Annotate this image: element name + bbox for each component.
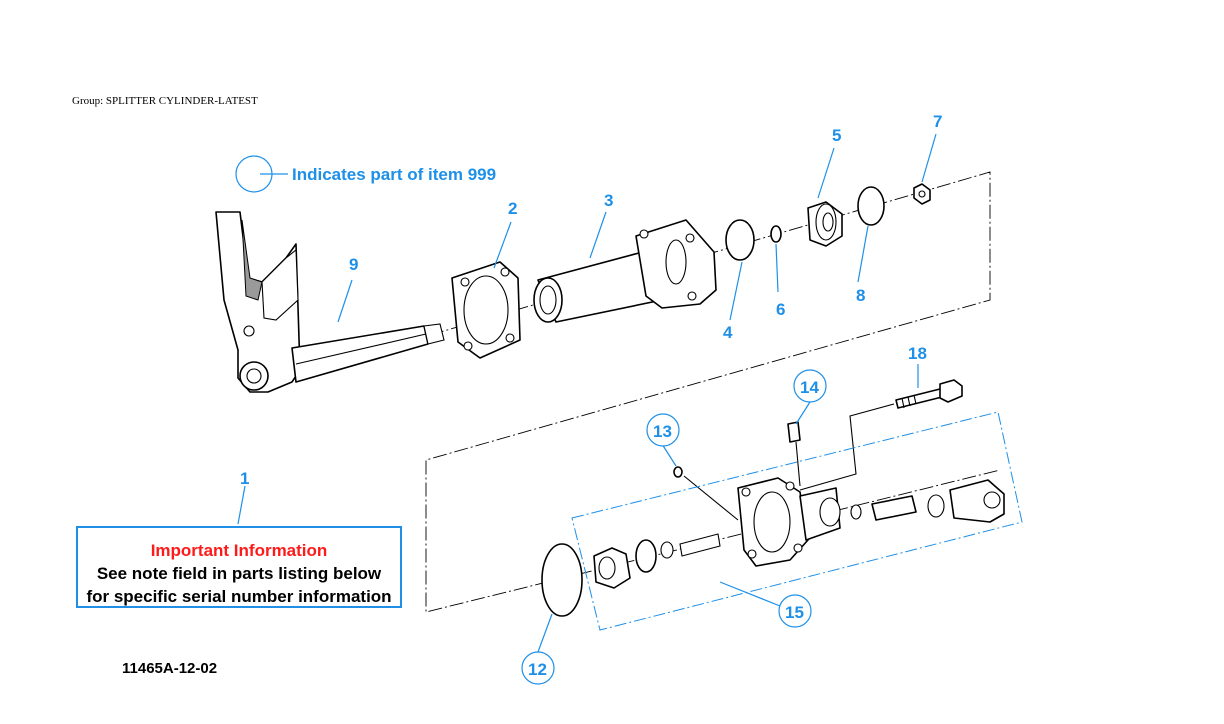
legend-text: Indicates part of item 999 (292, 165, 496, 184)
part-15-group-box (571, 411, 1023, 631)
callout-3[interactable]: 3 (604, 191, 613, 210)
callout-14[interactable]: 14 (800, 378, 819, 397)
part-12-o-ring[interactable] (541, 543, 583, 617)
part-2-gasket[interactable] (451, 261, 521, 359)
callout-4[interactable]: 4 (723, 323, 733, 342)
part-6-o-ring[interactable] (770, 225, 782, 243)
part-18-bolt[interactable] (895, 379, 963, 409)
group-title: Group: SPLITTER CYLINDER-LATEST (72, 95, 258, 107)
callout-8[interactable]: 8 (856, 286, 865, 305)
callout-12-circle (521, 651, 555, 685)
callout-18[interactable]: 18 (908, 344, 927, 363)
callout-2[interactable]: 2 (508, 199, 517, 218)
important-info-box: Important Information See note field in … (76, 526, 402, 608)
callout-1[interactable]: 1 (240, 469, 249, 488)
important-info-title: Important Information (150, 541, 328, 560)
part-14-fitting[interactable] (787, 421, 801, 443)
callout-15-circle (778, 594, 812, 628)
callout-6[interactable]: 6 (776, 300, 785, 319)
part-13-o-ring[interactable] (673, 466, 683, 478)
drawing-number: 11465A-12-02 (122, 660, 218, 677)
callout-7[interactable]: 7 (933, 112, 942, 131)
callout-13-circle (646, 413, 680, 447)
legend: Indicates part of item 999 (235, 155, 496, 193)
important-info-line-1: See note field in parts listing below (96, 564, 382, 583)
part-15-valve-housing[interactable] (737, 477, 841, 567)
callout-5[interactable]: 5 (832, 126, 841, 145)
leader-lines (237, 133, 937, 653)
upper-axis-line (425, 171, 1001, 613)
part-15-valve-components[interactable] (593, 479, 1005, 589)
part-7-nut[interactable] (913, 183, 931, 205)
callout-15[interactable]: 15 (785, 603, 804, 622)
part-9-shift-fork[interactable] (215, 211, 445, 393)
callout-14-circle (793, 369, 827, 403)
callout-13[interactable]: 13 (653, 422, 672, 441)
callout-9[interactable]: 9 (349, 255, 358, 274)
important-info-line-2: for specific serial number information (86, 587, 392, 606)
part-4-o-ring[interactable] (725, 219, 755, 261)
callouts: 1 2 3 4 5 6 7 8 9 18 12 13 14 15 (240, 112, 942, 685)
part-3-cylinder[interactable] (533, 219, 717, 323)
part-8-o-ring[interactable] (857, 186, 885, 226)
callout-12[interactable]: 12 (528, 660, 547, 679)
part-5-piston[interactable] (807, 201, 843, 247)
